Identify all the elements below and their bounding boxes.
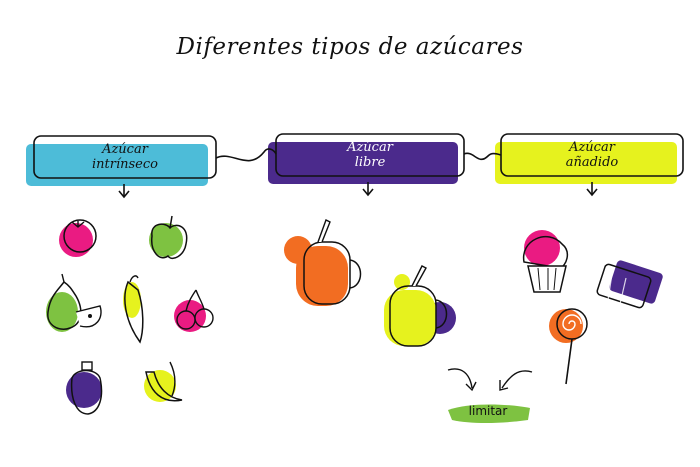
arrow-down-added-icon <box>586 182 598 197</box>
label-intrinsic: Azúcar intrínseco <box>92 142 158 172</box>
box-free <box>268 133 465 184</box>
arrow-down-free-icon <box>362 182 374 197</box>
lemonade-jar-icon <box>384 265 456 347</box>
plum-icon <box>66 361 103 415</box>
orange-juice-jar-icon <box>284 219 362 306</box>
lollipop-icon <box>549 308 588 385</box>
limit-label: limitar <box>468 404 508 418</box>
cherries-icon <box>174 289 214 332</box>
cupcake-icon <box>523 230 569 293</box>
limit-brush-stroke <box>448 404 530 423</box>
chocolate-bar-icon <box>596 260 663 309</box>
curved-arrow-right-icon <box>499 370 533 391</box>
label-added: Azúcar añadido <box>565 140 619 170</box>
label-free: Azúcar libre <box>347 140 393 170</box>
banana-icon <box>144 361 183 402</box>
arrow-down-intrinsic-icon <box>118 184 130 199</box>
apple-icon <box>149 215 188 260</box>
curved-arrow-left-icon <box>447 368 477 392</box>
page-title: Diferentes tipos de azúcares <box>176 34 524 60</box>
connector-2 <box>463 152 502 161</box>
connector-1 <box>215 148 277 162</box>
tomato-icon <box>59 219 97 257</box>
box-intrinsic <box>26 135 217 186</box>
chili-icon <box>123 275 144 344</box>
pear-icon <box>46 273 102 332</box>
